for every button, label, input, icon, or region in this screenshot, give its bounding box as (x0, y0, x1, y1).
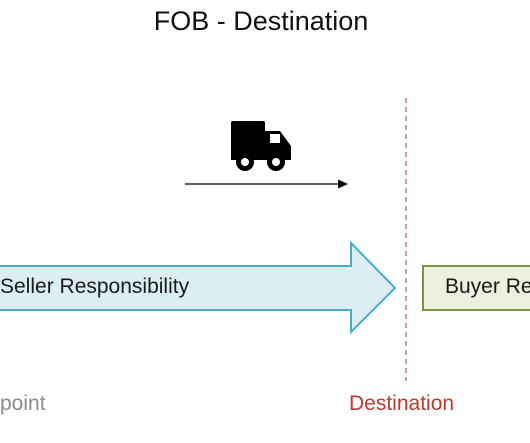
buyer-responsibility-label: Buyer Re (445, 275, 530, 298)
diagram-title: FOB - Destination (153, 6, 369, 36)
seller-responsibility-label: Seller Responsibility (0, 275, 190, 298)
origin-point-label: point (0, 392, 46, 415)
truck-icon (231, 121, 291, 171)
buyer-responsibility-box (422, 265, 530, 311)
destination-label: Destination (349, 392, 455, 415)
seller-responsibility-arrow (0, 240, 397, 335)
movement-arrow (185, 179, 348, 189)
